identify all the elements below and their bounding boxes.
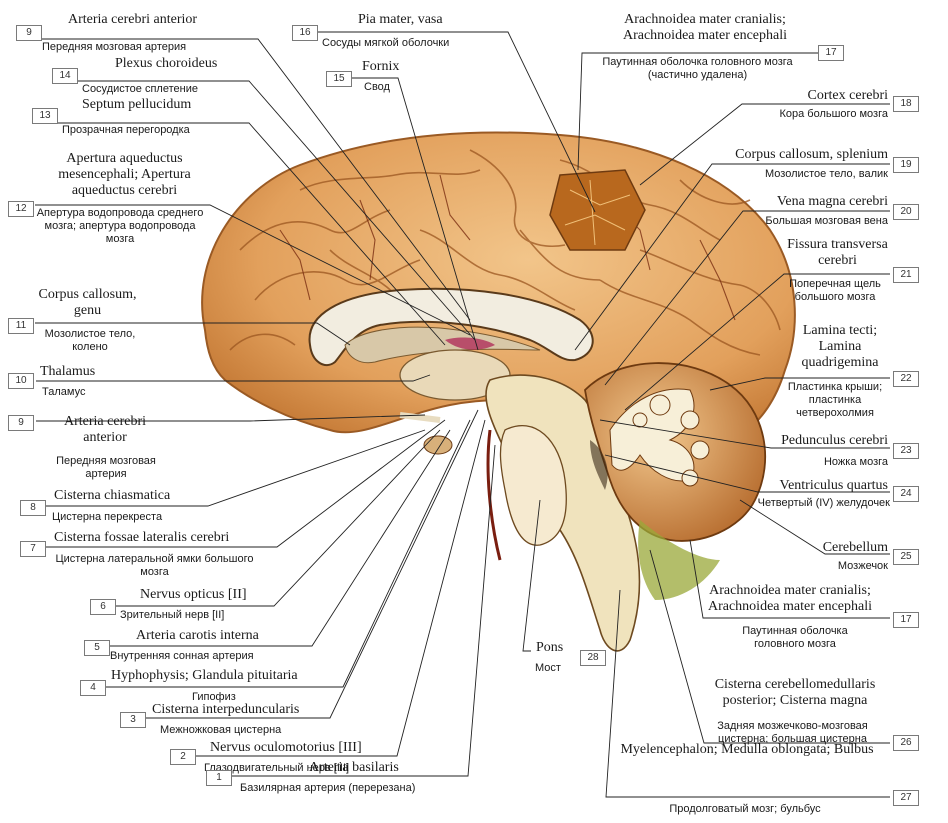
label-number-11: 11	[8, 318, 34, 334]
label-number-3: 3	[120, 712, 146, 728]
label-number-25: 25	[893, 549, 919, 565]
label-russian-arteria-cerebri-anterior-mid: Передняя мозговая артерия	[36, 455, 176, 481]
label-russian-pia-mater-vasa: Сосуды мягкой оболочки	[322, 37, 449, 50]
label-latin-ventriculus-quartus: Ventriculus quartus	[740, 478, 888, 494]
label-number-17b: 17	[893, 612, 919, 628]
label-latin-corpus-callosum-splenium: Corpus callosum, splenium	[700, 147, 888, 163]
label-latin-hyphophysis: Hyphophysis; Glandula pituitaria	[111, 668, 298, 684]
label-latin-cisterna-interpeduncularis: Cisterna interpeduncularis	[152, 702, 299, 718]
label-russian-vena-magna-cerebri: Большая мозговая вена	[720, 215, 888, 228]
basilar-artery	[488, 430, 500, 560]
label-russian-cerebellum: Мозжечок	[770, 560, 888, 573]
label-latin-fornix: Fornix	[362, 59, 399, 75]
label-russian-arachnoidea-top: Паутинная оболочка головного мозга (част…	[590, 56, 805, 82]
label-latin-plexus-choroideus: Plexus choroideus	[115, 56, 217, 72]
label-number-10: 10	[8, 373, 34, 389]
label-latin-arteria-cerebri-anterior-mid: Arteria cerebri anterior	[45, 414, 165, 446]
label-latin-arachnoidea-top: Arachnoidea mater cranialis; Arachnoidea…	[600, 12, 810, 44]
label-number-27: 27	[893, 790, 919, 806]
label-russian-cisterna-interpeduncularis: Межножковая цистерна	[160, 724, 281, 737]
label-number-1: 1	[206, 770, 232, 786]
label-latin-apertura-aqueductus: Apertura aqueductus mesencephali; Apertu…	[42, 151, 207, 199]
label-russian-apertura-aqueductus: Апертура водопровода среднего мозга; апе…	[36, 207, 204, 246]
label-number-28: 28	[580, 650, 606, 666]
label-number-8: 8	[20, 500, 46, 516]
label-number-7: 7	[20, 541, 46, 557]
label-number-2: 2	[170, 749, 196, 765]
label-russian-arachnoidea-bottom: Паутинная оболочка головного мозга	[730, 625, 860, 651]
label-russian-fissura-transversa: Поперечная щель большого мозга	[770, 278, 900, 304]
label-number-14: 14	[52, 68, 78, 84]
label-latin-cisterna-magna: Cisterna cerebellomedullaris posterior; …	[700, 677, 890, 709]
label-russian-pons: Мост	[535, 662, 561, 675]
label-latin-arteria-cerebri-anterior-top: Arteria cerebri anterior	[68, 12, 197, 28]
label-russian-ventriculus-quartus: Четвертый (IV) желудочек	[755, 497, 890, 510]
label-russian-cisterna-chiasmatica: Цистерна перекреста	[52, 511, 162, 524]
label-number-19: 19	[893, 157, 919, 173]
label-latin-cerebellum: Cerebellum	[770, 540, 888, 556]
label-number-15: 15	[326, 71, 352, 87]
label-latin-vena-magna-cerebri: Vena magna cerebri	[720, 194, 888, 210]
label-number-6: 6	[90, 599, 116, 615]
label-russian-fornix: Свод	[364, 81, 390, 94]
label-latin-arteria-basilaris: Arteria basilaris	[309, 760, 399, 776]
label-number-12: 12	[8, 201, 34, 217]
label-russian-cisterna-fossae-lateralis: Цистерна латеральной ямки большого мозга	[52, 553, 257, 579]
label-number-5: 5	[84, 640, 110, 656]
label-latin-septum-pellucidum: Septum pellucidum	[82, 97, 191, 113]
label-latin-arteria-carotis-interna: Arteria carotis interna	[136, 628, 259, 644]
label-russian-septum-pellucidum: Прозрачная перегородка	[62, 124, 190, 137]
label-russian-pedunculus-cerebri: Ножка мозга	[740, 456, 888, 469]
label-latin-cortex-cerebri: Cortex cerebri	[720, 88, 888, 104]
label-latin-cisterna-fossae-lateralis: Cisterna fossae lateralis cerebri	[54, 530, 229, 546]
label-russian-arteria-cerebri-anterior-top: Передняя мозговая артерия	[42, 41, 186, 54]
label-latin-nervus-opticus: Nervus opticus [II]	[140, 587, 247, 603]
label-number-18: 18	[893, 96, 919, 112]
label-number-17a: 17	[818, 45, 844, 61]
pituitary	[424, 436, 452, 454]
label-number-16: 16	[292, 25, 318, 41]
label-number-23: 23	[893, 443, 919, 459]
label-russian-cortex-cerebri: Кора большого мозга	[720, 108, 888, 121]
label-number-22: 22	[893, 371, 919, 387]
label-russian-myelencephalon: Продолговатый мозг; бульбус	[615, 803, 875, 816]
label-latin-pia-mater-vasa: Pia mater, vasa	[358, 12, 443, 28]
label-number-9b: 9	[8, 415, 34, 431]
label-number-21: 21	[893, 267, 919, 283]
label-latin-thalamus: Thalamus	[40, 364, 95, 380]
label-russian-lamina-tecti: Пластинка крыши; пластинка четверохолмия	[775, 381, 895, 420]
label-russian-thalamus: Таламус	[42, 386, 85, 399]
label-number-26: 26	[893, 735, 919, 751]
label-number-9a: 9	[16, 25, 42, 41]
label-number-24: 24	[893, 486, 919, 502]
label-russian-corpus-callosum-genu: Мозолистое тело, колено	[35, 328, 145, 354]
label-russian-arteria-carotis-interna: Внутренняя сонная артерия	[110, 650, 254, 663]
label-latin-cisterna-chiasmatica: Cisterna chiasmatica	[54, 488, 170, 504]
label-russian-plexus-choroideus: Сосудистое сплетение	[82, 83, 198, 96]
arachnoid-patch	[550, 170, 645, 250]
label-number-13: 13	[32, 108, 58, 124]
label-number-4: 4	[80, 680, 106, 696]
label-russian-nervus-opticus: Зрительный нерв [II]	[120, 609, 224, 622]
label-latin-arachnoidea-bottom: Arachnoidea mater cranialis; Arachnoidea…	[690, 583, 890, 615]
label-russian-corpus-callosum-splenium: Мозолистое тело, валик	[700, 168, 888, 181]
label-latin-pedunculus-cerebri: Pedunculus cerebri	[740, 433, 888, 449]
label-latin-pons: Pons	[536, 640, 563, 656]
label-latin-fissura-transversa: Fissura transversa cerebri	[780, 237, 895, 269]
label-latin-lamina-tecti: Lamina tecti; Lamina quadrigemina	[780, 323, 900, 371]
label-russian-arteria-basilaris: Базилярная артерия (перерезана)	[240, 782, 415, 795]
label-latin-corpus-callosum-genu: Corpus callosum, genu	[35, 287, 140, 319]
label-number-20: 20	[893, 204, 919, 220]
label-latin-nervus-oculomotorius: Nervus oculomotorius [III]	[210, 740, 362, 756]
label-latin-myelencephalon: Myelencephalon; Medulla oblongata; Bulbu…	[612, 742, 882, 758]
